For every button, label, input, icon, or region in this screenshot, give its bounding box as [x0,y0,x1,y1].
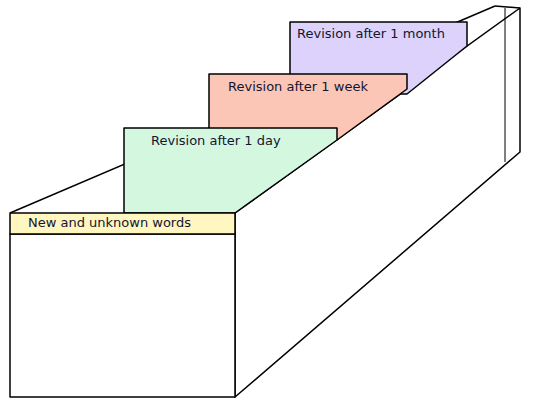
box-edge [10,6,495,213]
box-edge [505,8,506,162]
card-label: Revision after 1 week [228,79,368,95]
index-card: Revision after 1 day [124,128,337,213]
card-label: Revision after 1 day [151,133,281,149]
card-label: New and unknown words [28,215,191,231]
box-front [10,234,235,397]
box-side [235,8,520,397]
index-card: New and unknown words [10,213,235,234]
card-label: Revision after 1 month [297,26,445,42]
box-edge [495,6,520,8]
